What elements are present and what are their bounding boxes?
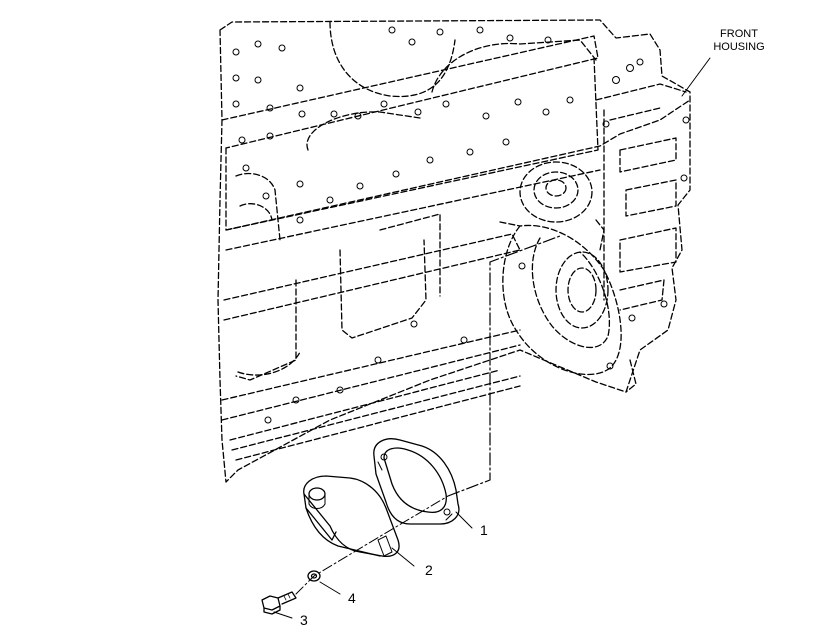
front-housing-label-line1: FRONT — [720, 28, 758, 40]
crankshaft-gear — [499, 161, 622, 376]
cover-plate-part — [303, 475, 400, 558]
callout-leaders — [273, 57, 711, 619]
callout-4: 4 — [348, 590, 356, 606]
front-housing-label-line2: HOUSING — [713, 41, 765, 53]
front-housing-label: FRONT HOUSING — [694, 28, 784, 54]
assembly-axis-line — [295, 495, 449, 595]
callout-3: 3 — [300, 612, 308, 628]
engine-block — [217, 19, 691, 483]
block-bolt-holes — [232, 26, 690, 424]
callout-2: 2 — [425, 562, 433, 578]
bolt-part — [261, 591, 297, 615]
gasket-part — [373, 438, 460, 525]
callout-1: 1 — [480, 522, 488, 538]
washer-part — [307, 570, 321, 582]
assembly-path-line — [447, 235, 561, 497]
